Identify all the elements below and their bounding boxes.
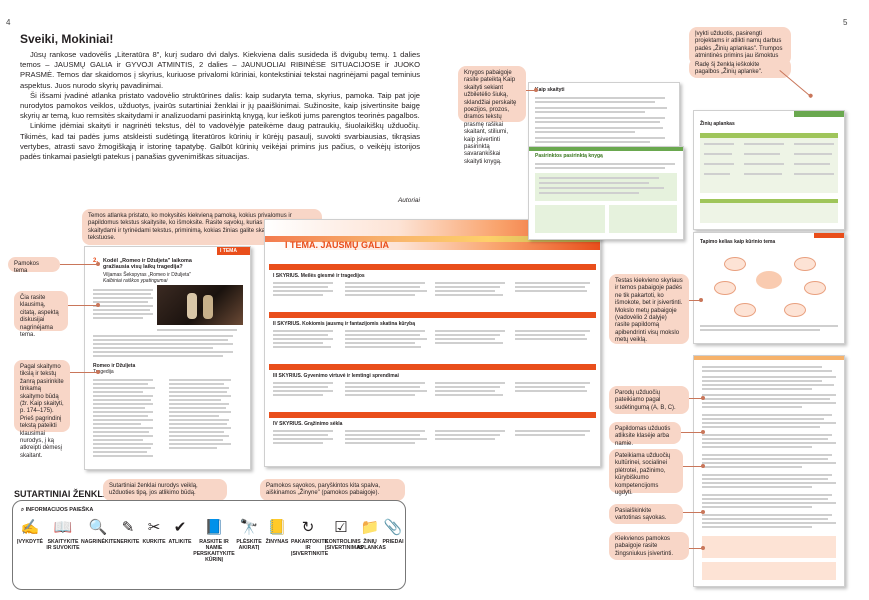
search-icon: ⌕ xyxy=(21,507,26,513)
callout-terms-note: Pamokos sąvokos, paryškintos kita spalva… xyxy=(260,479,405,501)
symbol-item: ☑KONTROLINIS ĮSIVERTINIMAS xyxy=(325,519,364,551)
symbol-item: ✎NERKITE xyxy=(116,519,140,545)
checkmark-icon: ✔ xyxy=(173,519,187,536)
symbol-item: ✔ATLIKITE xyxy=(168,519,192,545)
symbol-item: 📖SKAITYKITE IR SUVOKITE xyxy=(46,519,80,551)
symbol-item: 🔭PLĖSKITE AKIRATĮ xyxy=(236,519,262,551)
lesson-number: 2. xyxy=(93,258,99,264)
symbol-item: ✂KURKITE xyxy=(142,519,166,545)
callout-book-choice: Knygos pabaigoje rasite pateiktą Kaip sk… xyxy=(458,66,526,165)
symbols-legend: ⌕ INFORMACIJOS PAIEŠKA ✍ĮVYKDYTĖ 📖SKAITY… xyxy=(12,500,406,590)
section-title: IV SKYRIUS. Grąžinimo sėkla xyxy=(273,421,343,427)
intro-paragraph: Linkime įdėmiai skaityti ir nagrinėti te… xyxy=(20,121,420,162)
symbol-item: 📎PRIEDAI xyxy=(382,519,404,545)
section-title: III SKYRIUS. Gyvenimo virtuvė ir lemting… xyxy=(273,373,399,379)
topic-overview-thumbnail: I TEMA. JAUSMŲ GALIA I SKYRIUS. Meilės g… xyxy=(264,219,601,467)
thumb-title: Žinių aplankas xyxy=(700,121,735,127)
search-label: ⌕ INFORMACIJOS PAIEŠKA xyxy=(21,507,94,513)
lesson-tasks-thumbnail xyxy=(693,355,845,587)
intro-paragraph: Jūsų rankose vadovėlis „Literatūra 8", k… xyxy=(20,50,420,90)
symbol-item: ↻PAKARTOKITE IR ĮSIVERTINKITE xyxy=(291,519,329,557)
write-icon: ✍ xyxy=(20,519,40,536)
notebook-icon: 📒 xyxy=(267,519,287,536)
callout-lesson-topic: Pamokos tema xyxy=(8,257,60,274)
right-page-number: 5 xyxy=(843,18,848,27)
thumb-title: Kaip skaityti xyxy=(535,87,565,93)
intro-author: Autoriai xyxy=(397,197,420,204)
thumb-title: Pasirinktos pasirinktą knygą xyxy=(535,153,603,159)
callout-difficulty: Parodų užduočių pateikiamo pagal sudėtin… xyxy=(609,386,689,414)
lesson-page-thumbnail: I TEMA 2. Kodėl „Romeo ir Džuljeta" laik… xyxy=(84,246,251,470)
section-title: II SKYRIUS. Kokiomis jausmų ir fantazijo… xyxy=(273,321,415,327)
play-subtitle: Tragedija xyxy=(93,369,114,375)
symbols-section-title: SUTARTINIAI ŽENKLAI xyxy=(14,489,112,499)
topic-band-label: I TEMA xyxy=(220,248,237,254)
symbol-item: 📁ŽINIŲ APLANKAS xyxy=(357,519,386,551)
callout-symbols-note: Sutartiniai ženklai nurodys veiklą, uždu… xyxy=(103,479,227,501)
topic-band xyxy=(217,247,250,255)
callout-key-terms: Pasiaiškinkite vartotinas sąvokas. xyxy=(609,504,683,524)
play-title: Romeo ir Džuljeta xyxy=(93,363,136,369)
intro-paragraph: Ši išsami įvadinė atlanka pristato vadov… xyxy=(20,90,420,121)
section-title: I SKYRIUS. Meilės giesmė ir tragedijos xyxy=(273,273,365,279)
lesson-subtitle: Viljamas Šekspyras „Romeo ir Džuljeta" xyxy=(103,272,192,278)
magnifier-icon: 🔍 xyxy=(88,519,108,536)
symbol-item: ✍ĮVYKDYTĖ xyxy=(17,519,43,545)
checkbox-icon: ☑ xyxy=(334,519,348,536)
topic-table: I SKYRIUS. Meilės giesmė ir tragedijos I… xyxy=(265,264,600,464)
lesson-title: Kodėl „Romeo ir Džuljeta" laikoma gražia… xyxy=(103,258,192,271)
repeat-icon: ↻ xyxy=(301,519,315,536)
knowledge-folder-thumbnail: Žinių aplankas xyxy=(693,110,845,230)
callout-reading-goal: Pagal skaitymo tikslą ir tekstų žanrą pa… xyxy=(14,360,70,459)
book-icon: 📖 xyxy=(53,519,73,536)
lesson-subtitle-2: Kalbiniai raiškos ypatingumai xyxy=(103,278,168,284)
scissors-icon: ✂ xyxy=(147,519,161,536)
pencil-icon: ✎ xyxy=(121,519,135,536)
thumb-title: Tapimo kelias kaip kūrinio tema xyxy=(700,239,776,245)
callout-self-check: Testas kiekvieno skyriaus ir temos pabai… xyxy=(609,274,689,344)
folder-icon: 📁 xyxy=(360,519,380,536)
theatre-photo xyxy=(157,285,243,325)
callout-key-questions: Čia rasite klausimą, citatą, aspektą dis… xyxy=(14,291,68,338)
symbol-item: 📒ŽINYNAS xyxy=(265,519,289,545)
intro-text: Jūsų rankose vadovėlis „Literatūra 8", k… xyxy=(20,50,420,162)
telescope-icon: 🔭 xyxy=(239,519,259,536)
chosen-book-thumbnail: Pasirinktos pasirinktą knygą xyxy=(528,146,684,240)
how-to-read-thumbnail: Kaip skaityti xyxy=(528,82,680,156)
page-title: Sveiki, Mokiniai! xyxy=(20,32,114,46)
callout-culture-tasks: Pateikiama užduočių kultūrinei, socialin… xyxy=(609,449,683,496)
left-page-number: 4 xyxy=(6,18,11,27)
topic-band-title: I TEMA. JAUSMŲ GALIA xyxy=(285,240,390,250)
callout-knowledge-folder: Radę šį ženklą ieškokite pagalbos „Žinių… xyxy=(689,58,791,78)
symbol-item: 📘RASKITE IR NAMIE PERSKAITYKITE KŪRINĮ xyxy=(193,519,235,563)
self-check-thumbnail: Tapimo kelias kaip kūrinio tema xyxy=(693,232,845,344)
symbol-item: 🔍NAGRINĖKITE xyxy=(81,519,117,545)
callout-extra-tasks: Papildomas užduotis atliksite klasėje ar… xyxy=(609,422,681,447)
paperclip-icon: 📎 xyxy=(383,519,403,536)
home-book-icon: 📘 xyxy=(204,519,224,536)
callout-lesson-end: Kiekvienos pamokos pabaigoje rasite žing… xyxy=(609,532,689,560)
